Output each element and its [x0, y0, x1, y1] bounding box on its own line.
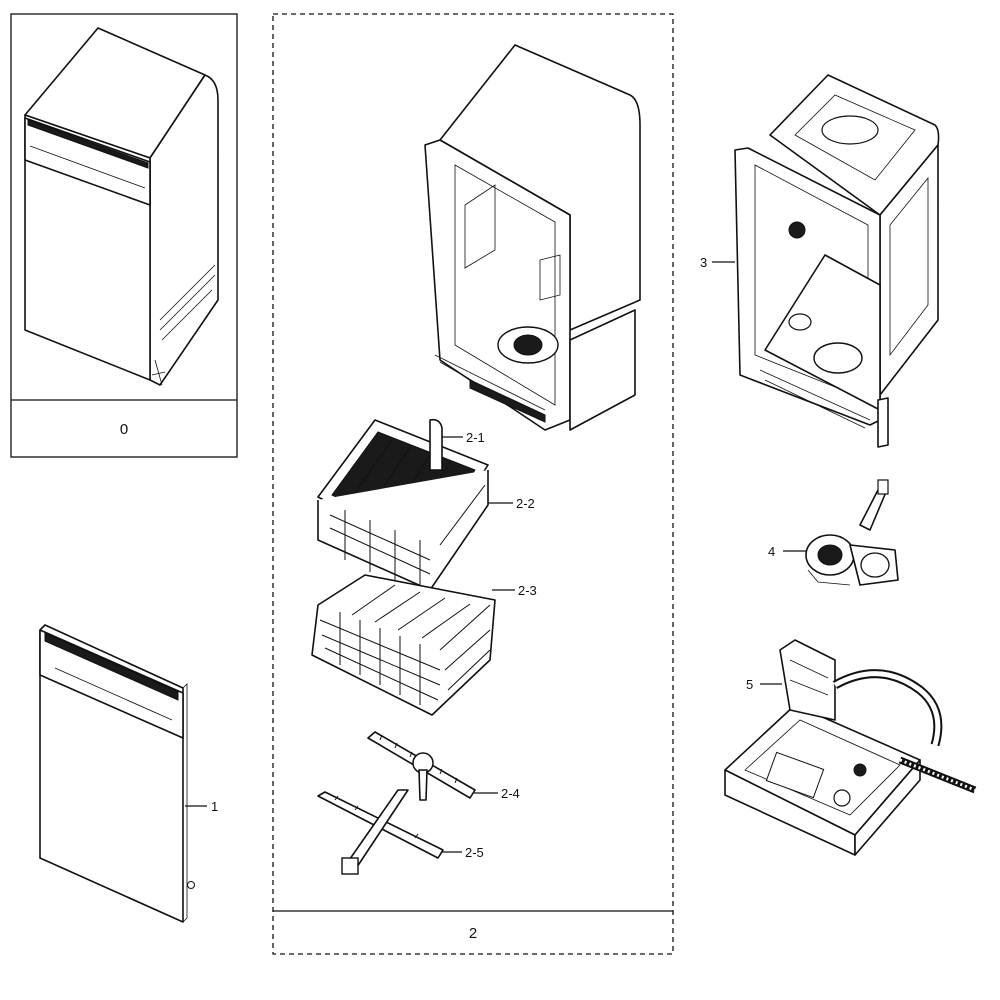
tub-illustration	[424, 44, 641, 431]
lower-spray-arm-illustration	[317, 789, 444, 875]
cabinet-frame-illustration	[734, 74, 940, 448]
callout-sump: 5	[746, 677, 753, 692]
dishwasher-assembly-illustration	[24, 27, 219, 386]
box-assembly: 0	[10, 13, 238, 458]
door-illustration	[39, 624, 195, 923]
upper-rack-illustration	[317, 418, 489, 592]
callout-pump: 4	[768, 544, 775, 559]
box-label-tub: 2	[469, 925, 477, 942]
pump-illustration	[805, 479, 899, 586]
callout-lower-rack: 2-3	[518, 583, 537, 598]
box-tub: 2	[272, 13, 674, 955]
box-label-assembly: 0	[120, 421, 128, 438]
sump-base-illustration	[724, 639, 977, 856]
upper-spray-arm-illustration	[367, 731, 476, 801]
callout-cabinet: 3	[700, 255, 707, 270]
callout-upper-spray-arm: 2-4	[501, 786, 520, 801]
lower-rack-illustration	[311, 574, 496, 716]
callout-cutlery-rack: 2-1	[466, 430, 485, 445]
callout-upper-rack: 2-2	[516, 496, 535, 511]
callout-door: 1	[211, 799, 218, 814]
callout-lower-spray-arm: 2-5	[465, 845, 484, 860]
